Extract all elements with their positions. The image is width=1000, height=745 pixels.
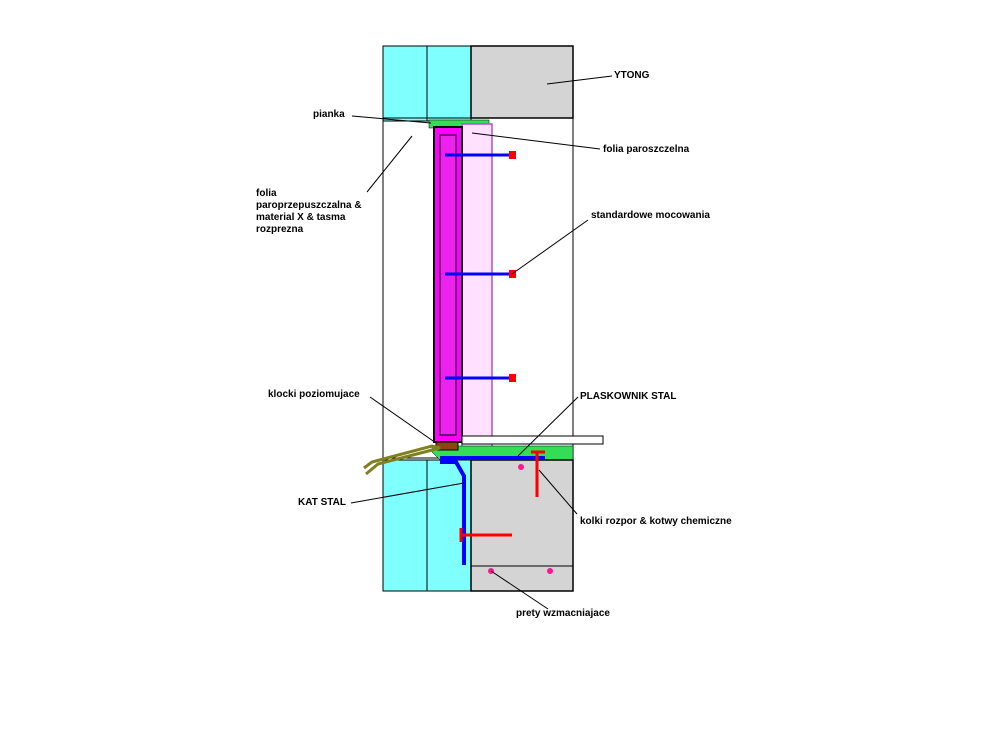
leader-folia-paroprzepuszczalna xyxy=(366,135,413,193)
leader-lines xyxy=(350,75,613,610)
inner-window-board xyxy=(461,435,604,445)
label-folia-paroprzepuszczalna-2: paroprzepuszczalna & xyxy=(256,200,362,211)
label-standardowe-mocowania: standardowe mocowania xyxy=(591,210,710,221)
leader-klocki xyxy=(369,396,437,444)
label-prety-wzmacniajace: prety wzmacniajace xyxy=(516,608,610,619)
leader-ytong xyxy=(546,75,613,85)
label-kolki-rozpor: kolki rozpor & kotwy chemiczne xyxy=(580,516,732,527)
standard-fixing-1 xyxy=(445,151,516,159)
external-window-sill xyxy=(363,444,441,476)
leader-folia-paroszczelna xyxy=(471,132,601,150)
concrete-block-lower xyxy=(470,459,574,592)
ytong-block-upper xyxy=(470,45,574,119)
leader-plaskownik xyxy=(517,396,579,457)
leader-standardowe xyxy=(511,219,589,275)
label-kat-stal: KAT STAL xyxy=(298,497,346,508)
leader-kolki xyxy=(538,469,578,515)
rebar-3 xyxy=(547,568,553,574)
label-klocki-poziomujace: klocki poziomujace xyxy=(268,389,360,400)
window-frame-inner xyxy=(439,134,457,436)
steel-angle xyxy=(440,460,466,565)
standard-fixing-3 xyxy=(445,374,516,382)
leader-kat xyxy=(350,482,465,504)
label-folia-paroszczelna: folia paroszczelna xyxy=(603,144,690,155)
vapor-foil-band xyxy=(461,123,493,451)
label-pianka: pianka xyxy=(313,109,345,120)
label-plaskownik-stal: PLASKOWNIK STAL xyxy=(580,391,677,402)
label-folia-paroprzepuszczalna-1: folia xyxy=(256,188,277,199)
label-folia-paroprzepuszczalna-4: rozprezna xyxy=(256,224,304,235)
leader-pianka xyxy=(351,115,432,124)
rebar-1 xyxy=(518,464,524,470)
label-ytong: YTONG xyxy=(614,70,650,81)
leader-prety xyxy=(490,570,549,610)
label-folia-paroprzepuszczalna-3: material X & tasma xyxy=(256,212,346,223)
